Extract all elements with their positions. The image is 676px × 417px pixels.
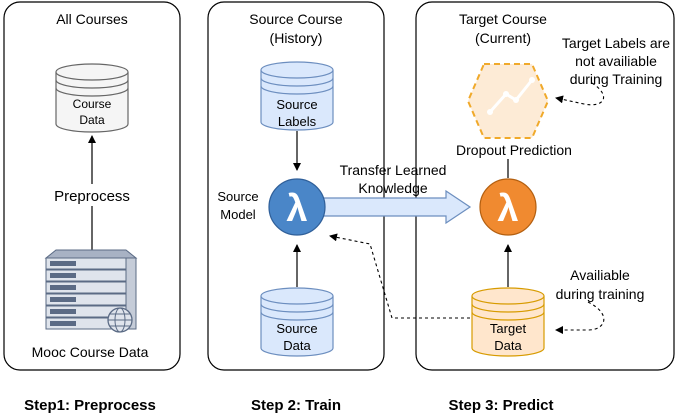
target-data-label-1: Target — [490, 321, 527, 336]
course-data-label-1: Course — [73, 97, 112, 111]
preprocess-label: Preprocess — [54, 188, 130, 205]
target-model-symbol: λ — [497, 188, 518, 230]
target-labels-note-2: not availiable — [575, 53, 657, 69]
source-labels-cylinder — [260, 61, 334, 131]
lambda-icon: λ — [479, 178, 537, 236]
mooc-label: Mooc Course Data — [32, 344, 149, 360]
server-icon — [44, 249, 138, 330]
target-labels-note-1: Target Labels are — [562, 35, 670, 51]
source-labels-label-2: Labels — [278, 114, 317, 129]
course-data-label-2: Data — [79, 113, 105, 127]
transfer-arrow — [317, 189, 472, 225]
note-arrow-bottom — [555, 301, 605, 334]
lambda-icon: λ — [268, 178, 326, 236]
preprocess-label-bg — [44, 184, 140, 206]
source-labels-label-1: Source — [276, 97, 317, 112]
step2-label: Step 2: Train — [251, 397, 341, 414]
course-data-cylinder — [55, 63, 129, 133]
panel-source-title-2: (History) — [270, 30, 323, 46]
source-data-label-2: Data — [283, 338, 311, 353]
available-note-2: during training — [556, 286, 645, 302]
target-data-label-2: Data — [494, 338, 522, 353]
dropout-prediction-label: Dropout Prediction — [456, 142, 572, 158]
panel-source-title-1: Source Course — [249, 11, 343, 27]
dashed-target-to-source-arrow — [329, 233, 470, 319]
panel-all-courses-title: All Courses — [56, 11, 128, 27]
step1-label: Step1: Preprocess — [24, 397, 156, 414]
source-model-symbol: λ — [286, 188, 307, 230]
source-model-label-1: Source — [217, 189, 258, 204]
panel-target-title-2: (Current) — [475, 30, 531, 46]
chart-hexagon-icon — [466, 63, 550, 139]
target-labels-note-3: during Training — [570, 71, 663, 87]
panel-target-title-1: Target Course — [459, 11, 547, 27]
source-data-label-1: Source — [276, 321, 317, 336]
dropout-label-bg — [448, 141, 580, 159]
transfer-label-2: Knowledge — [358, 180, 427, 196]
target-data-cylinder — [471, 287, 545, 357]
step3-label: Step 3: Predict — [448, 397, 553, 414]
source-model-label-2: Model — [220, 207, 256, 222]
note-arrow-top — [555, 82, 605, 106]
available-note-1: Availiable — [570, 267, 630, 283]
transfer-label-1: Transfer Learned — [340, 162, 447, 178]
globe-icon — [107, 307, 133, 333]
source-data-cylinder — [260, 287, 334, 357]
